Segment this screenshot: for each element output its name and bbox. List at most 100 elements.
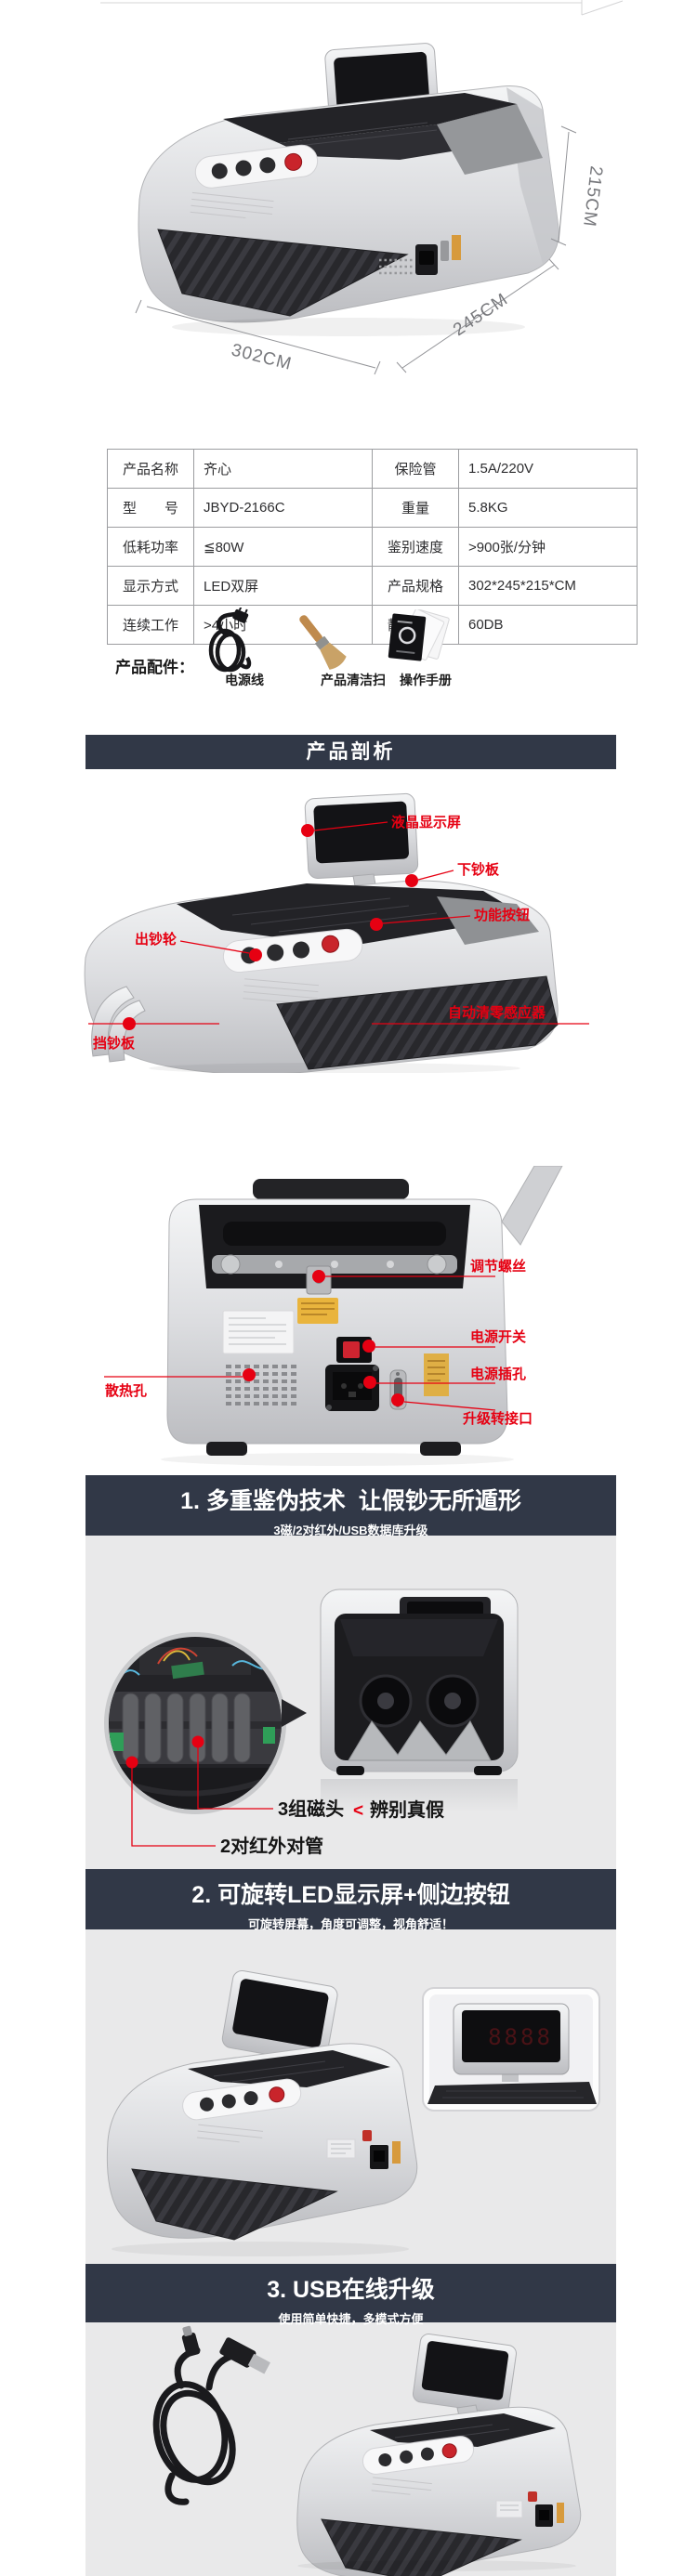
analysis-front-photo: 液晶显示屏 下钞板 功能按钮 出钞轮 自动清零感应器 挡钞板 — [84, 792, 589, 1073]
display-screen — [232, 1979, 329, 2048]
callout-dot-guard — [123, 1017, 136, 1030]
spec-value: 齐心 — [193, 449, 373, 489]
warning-sticker — [297, 1298, 338, 1324]
callout-lcd-label: 液晶显示屏 — [391, 814, 461, 830]
callout-port-label: 升级转接口 — [463, 1410, 533, 1427]
callout-guard-label: 挡钞板 — [93, 1035, 136, 1052]
infrared-sensor — [110, 1733, 124, 1751]
ribbed-side-panel — [321, 2518, 522, 2576]
dimension-height-label: 215CM — [579, 164, 606, 228]
spec-value: LED双屏 — [193, 566, 373, 606]
ribbed-front-panel — [276, 975, 559, 1070]
machine-illustration-back — [161, 1166, 563, 1466]
spec-value: 302*245*215*CM — [458, 566, 638, 606]
dimension-width-label: 302CM — [230, 340, 294, 373]
spec-value: ≦80W — [193, 527, 373, 567]
spec-table: 产品名称 齐心 保险管 1.5A/220V 型 号 JBYD-2166C 重量 … — [107, 449, 638, 645]
callout-plate-label: 下钞板 — [457, 861, 500, 878]
machine-illustration-rotated-screen — [106, 1970, 418, 2256]
hopper-arm — [501, 1166, 563, 1246]
callout-sensor-label: 自动清零感应器 — [448, 1004, 546, 1021]
spec-value: >900张/分钟 — [458, 527, 638, 567]
callout-switch-label: 电源开关 — [470, 1328, 526, 1345]
mini-usb-connector — [181, 2325, 201, 2357]
callout-dot-plate — [405, 874, 418, 887]
machine-illustration-frontview — [320, 1589, 519, 1812]
vent-dots — [379, 258, 414, 275]
display-screen — [421, 2341, 509, 2400]
banner-section3: 3. USB在线升级 使用简单快捷，多模式方便 — [85, 2264, 616, 2326]
warning-sticker — [452, 235, 461, 260]
section1-subtitle: 3磁/2对红外/USB数据库升级 — [273, 1523, 428, 1537]
label-magnetic-heads: 3组磁头 — [278, 1798, 344, 1820]
section3-subtitle: 使用简单快捷，多模式方便 — [278, 2312, 424, 2326]
machine-illustration-front — [84, 792, 559, 1073]
ribbed-side-panel — [157, 229, 409, 317]
hopper — [370, 2413, 556, 2447]
power-cord-icon — [208, 608, 252, 673]
banner-section2: 2. 可旋转LED显示屏+侧边按钮 可旋转屏幕，角度可调整，视角舒适！ — [85, 1869, 616, 1931]
section3-photo — [152, 2325, 582, 2576]
callout-dot-port — [391, 1393, 404, 1406]
control-panel — [222, 928, 363, 974]
spec-value: 60DB — [458, 605, 638, 645]
label-identify: 辨别真假 — [370, 1798, 445, 1821]
label-infrared-tubes: 2对红外对管 — [220, 1835, 323, 1857]
hopper — [223, 93, 517, 143]
callout-dot-buttons — [370, 918, 383, 931]
section2-subtitle: 可旋转屏幕，角度可调整，视角舒适！ — [247, 1917, 454, 1931]
spec-value: 5.8KG — [458, 488, 638, 528]
callout-screw-label: 调节螺丝 — [470, 1258, 526, 1275]
handle — [253, 1179, 409, 1199]
spec-sticker — [222, 1310, 295, 1354]
spec-label: 产品名称 — [107, 449, 194, 489]
table-row: 产品名称 齐心 保险管 1.5A/220V — [107, 449, 638, 489]
display-digits: 8888 — [488, 2024, 553, 2050]
accessories-title: 产品配件： — [115, 659, 194, 676]
section1-title: 1. 多重鉴伪技术 让假钞无所遁形 — [180, 1488, 521, 1514]
led-display — [221, 1970, 338, 2064]
infrared-sensor — [263, 1727, 275, 1744]
callout-dot-screw — [312, 1270, 325, 1283]
macro-circle-photo — [104, 1632, 307, 1814]
label-text-block — [190, 191, 274, 219]
usb-cable-illustration — [152, 2325, 270, 2505]
section3-title: 3. USB在线升级 — [267, 2277, 435, 2303]
usb-a-connector — [219, 2337, 270, 2374]
note-guard-prong — [91, 986, 135, 1057]
machine-illustration-usb — [296, 2334, 582, 2576]
note-guard-prong — [108, 1000, 146, 1063]
callout-vent-label: 散热孔 — [105, 1382, 147, 1399]
analysis-back-photo: 调节螺丝 电源开关 电源插孔 升级转接口 散热孔 — [104, 1166, 563, 1466]
spec-label: 显示方式 — [107, 566, 194, 606]
note-guide — [348, 1720, 492, 1761]
spec-label: 型 号 — [107, 488, 194, 528]
callout-buttons-label: 功能按钮 — [474, 907, 530, 923]
display-inset-photo: 8888 — [422, 1987, 600, 2112]
control-panel — [194, 144, 319, 189]
spec-value: 1.5A/220V — [458, 449, 638, 489]
identify-arrow: < — [353, 1801, 363, 1821]
banner-section1: 1. 多重鉴伪技术 让假钞无所遁形 3磁/2对红外/USB数据库升级 — [85, 1475, 616, 1537]
accessory-label-cord: 电源线 — [225, 673, 264, 687]
spec-label: 鉴别速度 — [372, 527, 459, 567]
display-screen — [462, 2010, 560, 2062]
table-row: 连续工作 >4小时 静音指数 60DB — [107, 605, 638, 645]
callout-dot-socket — [363, 1376, 376, 1389]
callout-wheel-label: 出钞轮 — [135, 931, 177, 948]
spec-label: 重量 — [372, 488, 459, 528]
control-panel — [362, 2436, 475, 2475]
display-slot — [407, 1602, 483, 1616]
section1-photo: 3组磁头 < 辨别真假 2对红外对管 — [104, 1589, 519, 1857]
machine-illustration-hero — [138, 43, 559, 336]
spec-value: JBYD-2166C — [193, 488, 373, 528]
accessory-label-manual: 操作手册 — [400, 673, 452, 687]
table-row: 显示方式 LED双屏 产品规格 302*245*215*CM — [107, 566, 638, 606]
hero-product-photo: 302CM 245CM 215CM — [100, 0, 624, 375]
led-display — [304, 792, 419, 879]
banner-title: 产品剖析 — [306, 741, 396, 763]
callout-dot-lcd — [301, 824, 314, 837]
display-screen — [313, 801, 409, 864]
callout-dot-wheel — [249, 948, 262, 961]
